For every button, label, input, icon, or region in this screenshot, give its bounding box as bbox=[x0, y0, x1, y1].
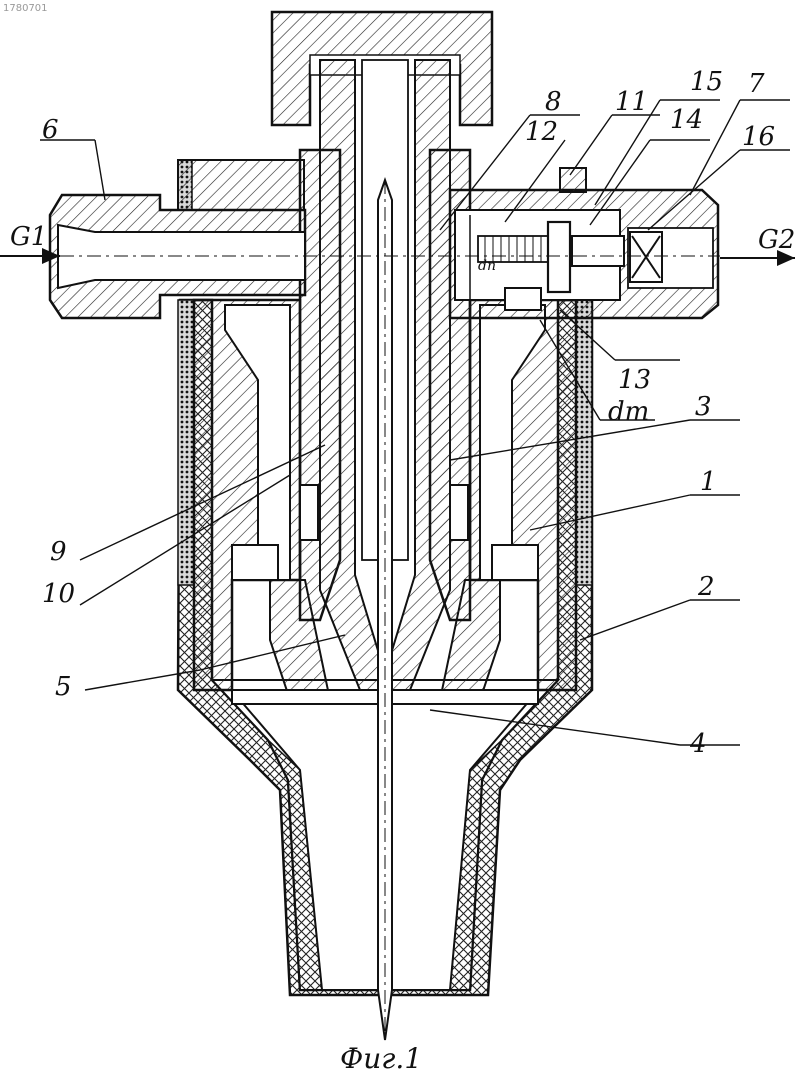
label-12: 12 bbox=[525, 117, 558, 147]
gasket-left bbox=[232, 545, 278, 580]
label-3: 3 bbox=[695, 392, 712, 422]
inlet-flange bbox=[178, 160, 304, 210]
insulation-right bbox=[576, 300, 592, 585]
seal-13 bbox=[505, 288, 541, 310]
label-16: 16 bbox=[742, 122, 775, 152]
label-5: 5 bbox=[55, 672, 72, 702]
label-4: 4 bbox=[689, 729, 707, 759]
label-dm: dm bbox=[608, 397, 649, 427]
label-dn: dn bbox=[478, 258, 496, 274]
label-g2: G2 bbox=[758, 225, 795, 255]
gasket-right bbox=[492, 545, 538, 580]
label-14: 14 bbox=[670, 105, 703, 135]
label-2: 2 bbox=[697, 572, 715, 602]
label-8: 8 bbox=[545, 87, 562, 117]
label-11: 11 bbox=[615, 87, 648, 117]
slot-left bbox=[300, 485, 318, 540]
slot-right bbox=[450, 485, 468, 540]
label-10: 10 bbox=[42, 579, 75, 609]
label-g1: G1 bbox=[10, 222, 47, 252]
label-7: 7 bbox=[748, 69, 765, 99]
label-9: 9 bbox=[50, 537, 67, 567]
figure-caption: Фиг.1 bbox=[340, 1042, 422, 1075]
label-13: 13 bbox=[618, 365, 651, 395]
label-6: 6 bbox=[42, 115, 59, 145]
spring-seat-15 bbox=[572, 236, 624, 266]
patent-number: 1780701 bbox=[3, 3, 48, 14]
label-1: 1 bbox=[700, 467, 717, 497]
label-15: 15 bbox=[690, 67, 723, 97]
adjusting-nut-14 bbox=[548, 222, 570, 292]
